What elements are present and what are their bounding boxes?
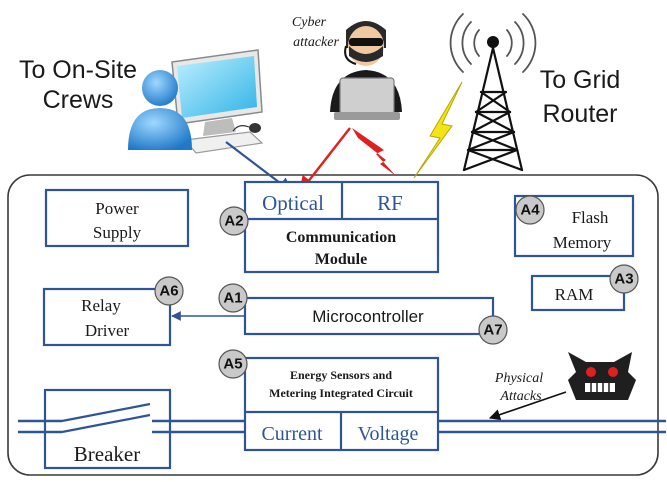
malicious-device-icon — [568, 352, 636, 400]
attacker-label: Cyber attacker — [292, 15, 340, 50]
cyber-attacker-icon — [330, 21, 402, 120]
relay-label-line1: Relay — [81, 296, 121, 315]
power-supply-block: Power Supply — [44, 188, 190, 248]
router-label: To Grid Router — [540, 66, 621, 128]
lightning-bolt-icon — [352, 81, 463, 179]
physical-attacks-label: Physical Attacks — [494, 371, 543, 404]
radio-tower-icon — [449, 13, 537, 172]
router-label-line1: To Grid — [540, 66, 621, 94]
current-sensor-label: Current — [261, 423, 323, 445]
energy-metering-block: Energy Sensors and Metering Integrated C… — [243, 356, 440, 452]
attacker-label-line1: Cyber — [292, 15, 327, 30]
router-label-line2: Router — [542, 100, 617, 128]
comm-module-title-line1: Communication — [286, 229, 396, 246]
voltage-sensor-label: Voltage — [358, 423, 419, 445]
badge-a3-label: A3 — [614, 271, 633, 288]
attacker-label-line2: attacker — [293, 35, 339, 50]
crews-label-line1: To On-Site — [19, 56, 137, 84]
crews-label-line2: Crews — [43, 86, 114, 114]
comm-module-title-line2: Module — [315, 251, 367, 268]
ram-block: RAM — [530, 274, 626, 312]
badge-a2-label: A2 — [224, 213, 243, 230]
badge-a2: A2 — [219, 206, 249, 236]
physical-label-line2: Attacks — [499, 389, 542, 404]
flash-label-line1: Flash — [572, 208, 609, 227]
badge-a6: A6 — [154, 276, 184, 306]
relay-label-line2: Driver — [85, 321, 130, 340]
crews-label: To On-Site Crews — [19, 56, 137, 114]
badge-a5: A5 — [218, 349, 248, 379]
flash-label-line2: Memory — [553, 233, 612, 252]
physical-attack-arrow — [488, 391, 567, 421]
microcontroller-block: Microcontroller — [243, 296, 495, 336]
power-supply-label-line2: Supply — [93, 223, 142, 242]
badge-a7: A7 — [478, 315, 508, 345]
rf-port-label: RF — [377, 191, 403, 215]
communication-module-block: Optical RF Communication Module — [243, 180, 440, 274]
relay-driver-block: Relay Driver — [42, 287, 172, 347]
badge-a1: A1 — [218, 283, 248, 313]
breaker-label: Breaker — [74, 442, 140, 466]
microcontroller-label: Microcontroller — [312, 307, 424, 326]
badge-a3: A3 — [609, 264, 639, 294]
breaker-block: Breaker — [43, 388, 172, 470]
badge-a5-label: A5 — [223, 356, 242, 373]
physical-label-line1: Physical — [494, 371, 543, 386]
badge-a6-label: A6 — [159, 283, 178, 300]
badge-a4: A4 — [515, 195, 545, 225]
power-supply-label-line1: Power — [95, 199, 139, 218]
energy-label-line1: Energy Sensors and — [290, 368, 392, 382]
optical-port-label: Optical — [262, 191, 324, 215]
crew-computer-icon — [128, 49, 264, 154]
badge-a7-label: A7 — [483, 322, 502, 339]
badge-a1-label: A1 — [223, 290, 242, 307]
ram-label: RAM — [555, 285, 594, 304]
energy-label-line2: Metering Integrated Circuit — [269, 386, 413, 400]
badge-a4-label: A4 — [520, 202, 540, 219]
